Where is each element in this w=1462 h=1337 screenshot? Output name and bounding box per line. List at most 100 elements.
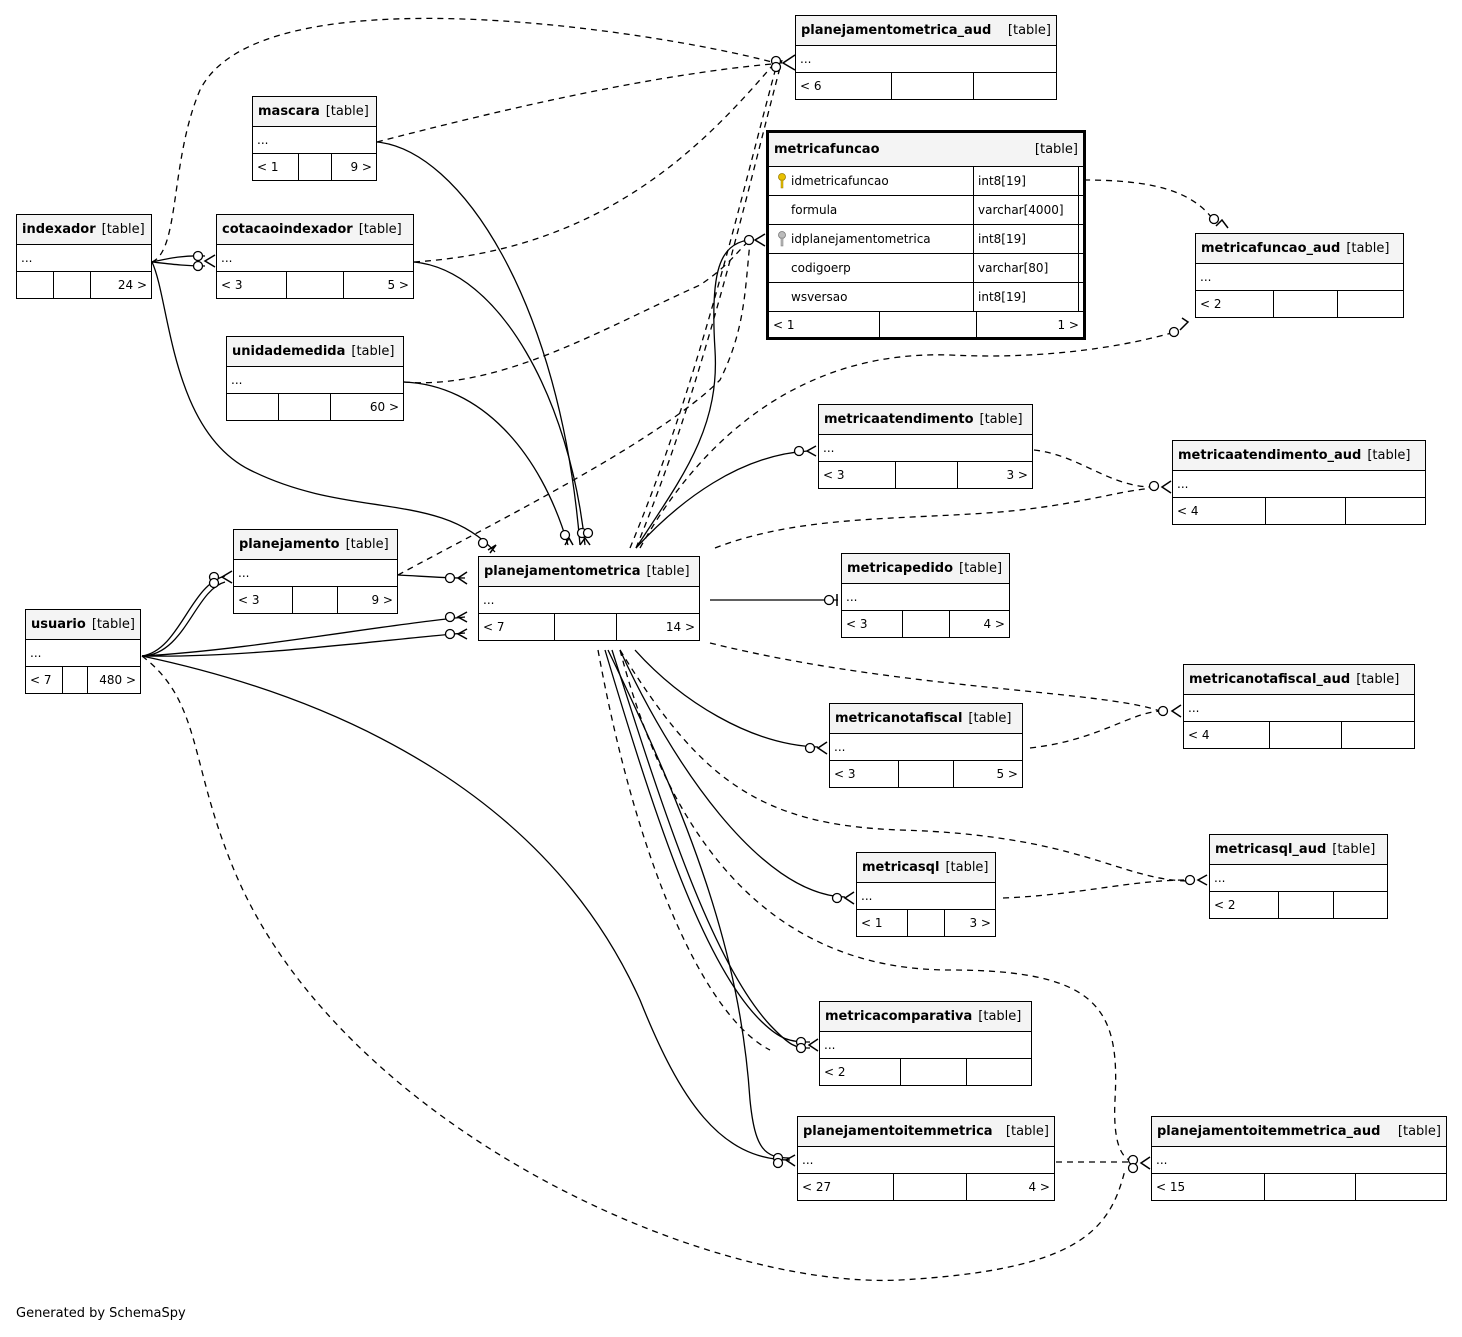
parents-count bbox=[227, 394, 279, 420]
children-count: 60 > bbox=[369, 400, 399, 414]
table-name: usuario bbox=[31, 617, 86, 632]
table-body: ... bbox=[217, 245, 413, 272]
table-body: ... bbox=[798, 1147, 1054, 1174]
children-count bbox=[1338, 291, 1403, 317]
rows-count bbox=[54, 272, 91, 298]
edge-cotacaoindexador-pm-aud bbox=[413, 65, 773, 263]
table-type: [table] bbox=[1007, 23, 1051, 38]
rows-count bbox=[908, 910, 945, 936]
column-row[interactable]: codigoerp varchar[80] bbox=[769, 254, 1083, 283]
table-unidademedida[interactable]: unidademedida[table] ... 60 > bbox=[226, 336, 404, 421]
edge-pm-metricanotafiscal bbox=[634, 649, 819, 748]
table-planejamentometrica-aud[interactable]: planejamentometrica_aud[table] ... < 6 bbox=[795, 15, 1057, 100]
column-name: idplanejamentometrica bbox=[791, 232, 931, 246]
rows-count bbox=[1279, 892, 1334, 918]
table-body: ... bbox=[26, 640, 140, 667]
parents-count: < 1 bbox=[253, 154, 299, 180]
table-metricasql-aud[interactable]: metricasql_aud[table] ... < 2 bbox=[1209, 834, 1388, 919]
column-row[interactable]: formula varchar[4000] bbox=[769, 196, 1083, 225]
column-type: varchar[80] bbox=[974, 254, 1079, 282]
parents-count: < 15 bbox=[1152, 1174, 1265, 1200]
table-name: metricacomparativa bbox=[825, 1009, 973, 1024]
rows-count bbox=[299, 154, 332, 180]
table-type: [table] bbox=[91, 617, 135, 632]
children-count bbox=[1334, 892, 1387, 918]
rows-count bbox=[293, 587, 338, 613]
children-count: 5 > bbox=[387, 278, 409, 292]
edge-metricasql-aud bbox=[1002, 879, 1189, 899]
table-body: ... bbox=[227, 367, 403, 394]
edge-indexador-pm-aud bbox=[151, 17, 773, 263]
children-count: 3 > bbox=[1006, 468, 1028, 482]
table-body: ... bbox=[819, 435, 1032, 462]
column-type: int8[19] bbox=[974, 283, 1079, 311]
table-name: planejamentoitemmetrica bbox=[803, 1124, 993, 1139]
rows-count bbox=[1265, 1174, 1356, 1200]
table-body: ... bbox=[842, 584, 1009, 611]
edge-pm-planejamentoitemmetrica-aud bbox=[619, 649, 1136, 1163]
children-count: 9 > bbox=[371, 593, 393, 607]
table-metricacomparativa[interactable]: metricacomparativa [table] ... < 2 bbox=[819, 1001, 1032, 1086]
column-row[interactable]: idplanejamentometrica int8[19] bbox=[769, 225, 1083, 254]
edge-unidademedida-planejamentometrica bbox=[403, 381, 569, 546]
children-count bbox=[1356, 1174, 1446, 1200]
table-name: metricaatendimento_aud bbox=[1178, 448, 1362, 463]
parents-count: < 2 bbox=[1196, 291, 1274, 317]
table-metricafuncao[interactable]: metricafuncao[table] idmetricafuncao int… bbox=[766, 130, 1086, 340]
edge-usuario-planejamentometrica-b bbox=[141, 632, 466, 657]
table-name: planejamento bbox=[239, 537, 340, 552]
edge-cotacaoindexador-planejamentometrica bbox=[413, 261, 586, 546]
parents-count: < 4 bbox=[1173, 498, 1266, 524]
table-type: [table] bbox=[101, 222, 145, 237]
table-name: planejamentometrica bbox=[484, 564, 641, 579]
rows-count bbox=[880, 312, 977, 337]
table-name: metricasql_aud bbox=[1215, 842, 1327, 857]
table-planejamentoitemmetrica-aud[interactable]: planejamentoitemmetrica_aud[table] ... <… bbox=[1151, 1116, 1447, 1201]
parents-count: < 3 bbox=[842, 611, 903, 637]
table-body: ... bbox=[253, 127, 376, 154]
parents-count: < 2 bbox=[820, 1059, 901, 1085]
rows-count bbox=[1274, 291, 1338, 317]
table-name: unidademedida bbox=[232, 344, 346, 359]
edge-metricaatendimento-aud bbox=[1033, 449, 1156, 488]
table-metricanotafiscal-aud[interactable]: metricanotafiscal_aud[table] ... < 4 bbox=[1183, 664, 1415, 749]
rows-count bbox=[279, 394, 331, 420]
edge-indexador-planejamentometrica bbox=[151, 261, 496, 553]
table-type: [table] bbox=[358, 222, 402, 237]
children-count: 24 > bbox=[117, 278, 147, 292]
table-type: [table] bbox=[979, 412, 1023, 427]
table-indexador[interactable]: indexador[table] ... 24 > bbox=[16, 214, 152, 299]
rows-count bbox=[1266, 498, 1346, 524]
generated-by-footer: Generated by SchemaSpy bbox=[16, 1306, 186, 1321]
table-type: [table] bbox=[1397, 1124, 1441, 1139]
edge-pm-pm-aud bbox=[629, 59, 779, 549]
table-body: ... bbox=[17, 245, 151, 272]
table-metricafuncao-aud[interactable]: metricafuncao_aud[table] ... < 2 bbox=[1195, 233, 1404, 318]
column-row[interactable]: idmetricafuncao int8[19] bbox=[769, 167, 1083, 196]
table-name: metricanotafiscal bbox=[835, 711, 963, 726]
column-row[interactable]: wsversao int8[19] bbox=[769, 283, 1083, 312]
table-body: ... bbox=[1210, 865, 1387, 892]
parents-count: < 4 bbox=[1184, 722, 1270, 748]
edge-pm-metricacomparativa-b bbox=[611, 649, 811, 1049]
edge-usuario-planejamentoitemmetrica bbox=[141, 655, 791, 1161]
table-body: ... bbox=[820, 1032, 1031, 1059]
column-name: idmetricafuncao bbox=[791, 174, 889, 188]
edge-pm-pm-aud-3 bbox=[597, 649, 771, 1051]
edge-unidademedida-metricafuncao bbox=[403, 241, 749, 384]
rows-count bbox=[892, 73, 974, 99]
table-body: ... bbox=[796, 46, 1056, 73]
table-type: [table] bbox=[978, 1009, 1022, 1024]
table-metricaatendimento-aud[interactable]: metricaatendimento_aud[table] ... < 4 bbox=[1172, 440, 1426, 525]
